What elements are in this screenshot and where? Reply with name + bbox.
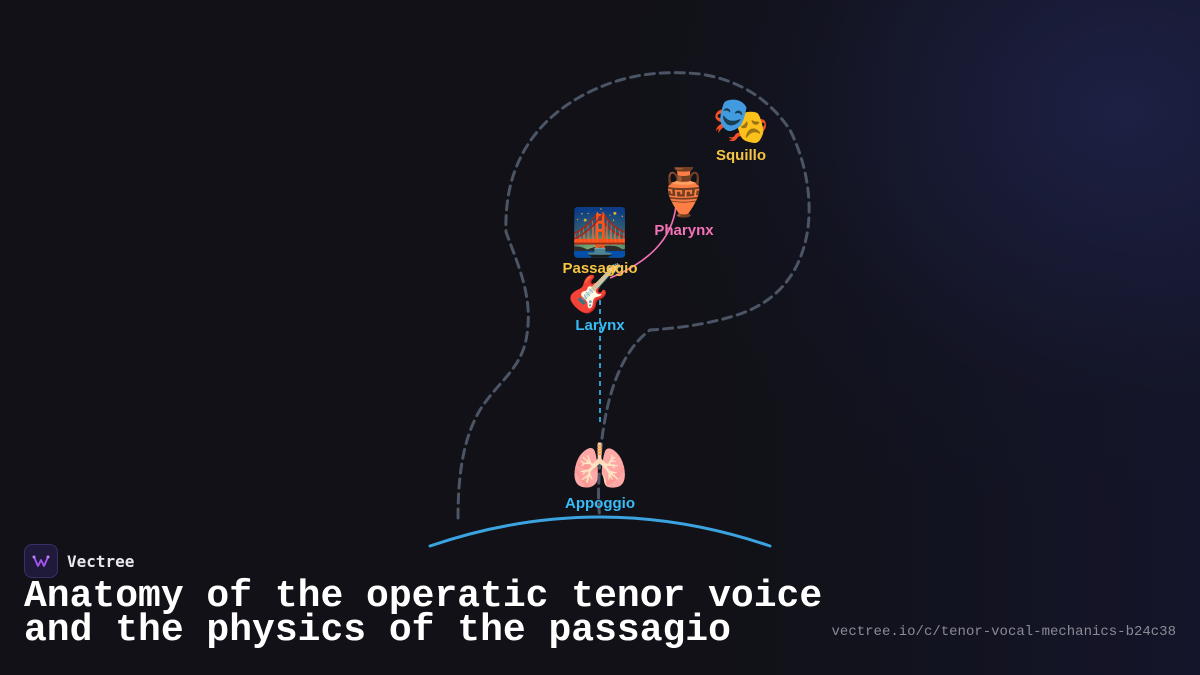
amphora-icon: 🏺 (655, 165, 712, 219)
title-line-2: and the physics of the passagio (24, 609, 731, 652)
node-label-passaggio: Passaggio (562, 260, 637, 277)
node-label-squillo: Squillo (716, 147, 766, 164)
node-squillo: 🎭 Squillo (712, 93, 769, 164)
page-title: Anatomy of the operatic tenor voice and … (24, 578, 822, 650)
node-larynx: 🎸 Larynx (567, 261, 625, 334)
node-pharynx: 🏺 Pharynx (654, 165, 714, 239)
masks-icon: 🎭 (712, 93, 769, 147)
node-label-appoggio: Appoggio (565, 495, 635, 512)
brand[interactable]: Vectree (24, 544, 134, 578)
diaphragm-arc (428, 515, 772, 548)
passaggio-pharynx-connector (609, 205, 677, 279)
guitar-icon: 🎸 (567, 261, 624, 316)
vectree-logo-icon (24, 544, 58, 578)
node-appoggio: 🫁 Appoggio (565, 439, 635, 512)
node-label-pharynx: Pharynx (654, 222, 714, 239)
brand-name: Vectree (67, 551, 135, 571)
title-line-1: Anatomy of the operatic tenor voice (24, 575, 823, 618)
bridge-icon: 🌉 (571, 205, 628, 259)
head-outline (456, 71, 811, 520)
lungs-icon: 🫁 (571, 439, 628, 493)
node-label-larynx: Larynx (575, 317, 625, 334)
source-url[interactable]: vectree.io/c/tenor-vocal-mechanics-b24c3… (831, 624, 1176, 640)
node-passaggio: 🌉 Passaggio (562, 205, 637, 277)
